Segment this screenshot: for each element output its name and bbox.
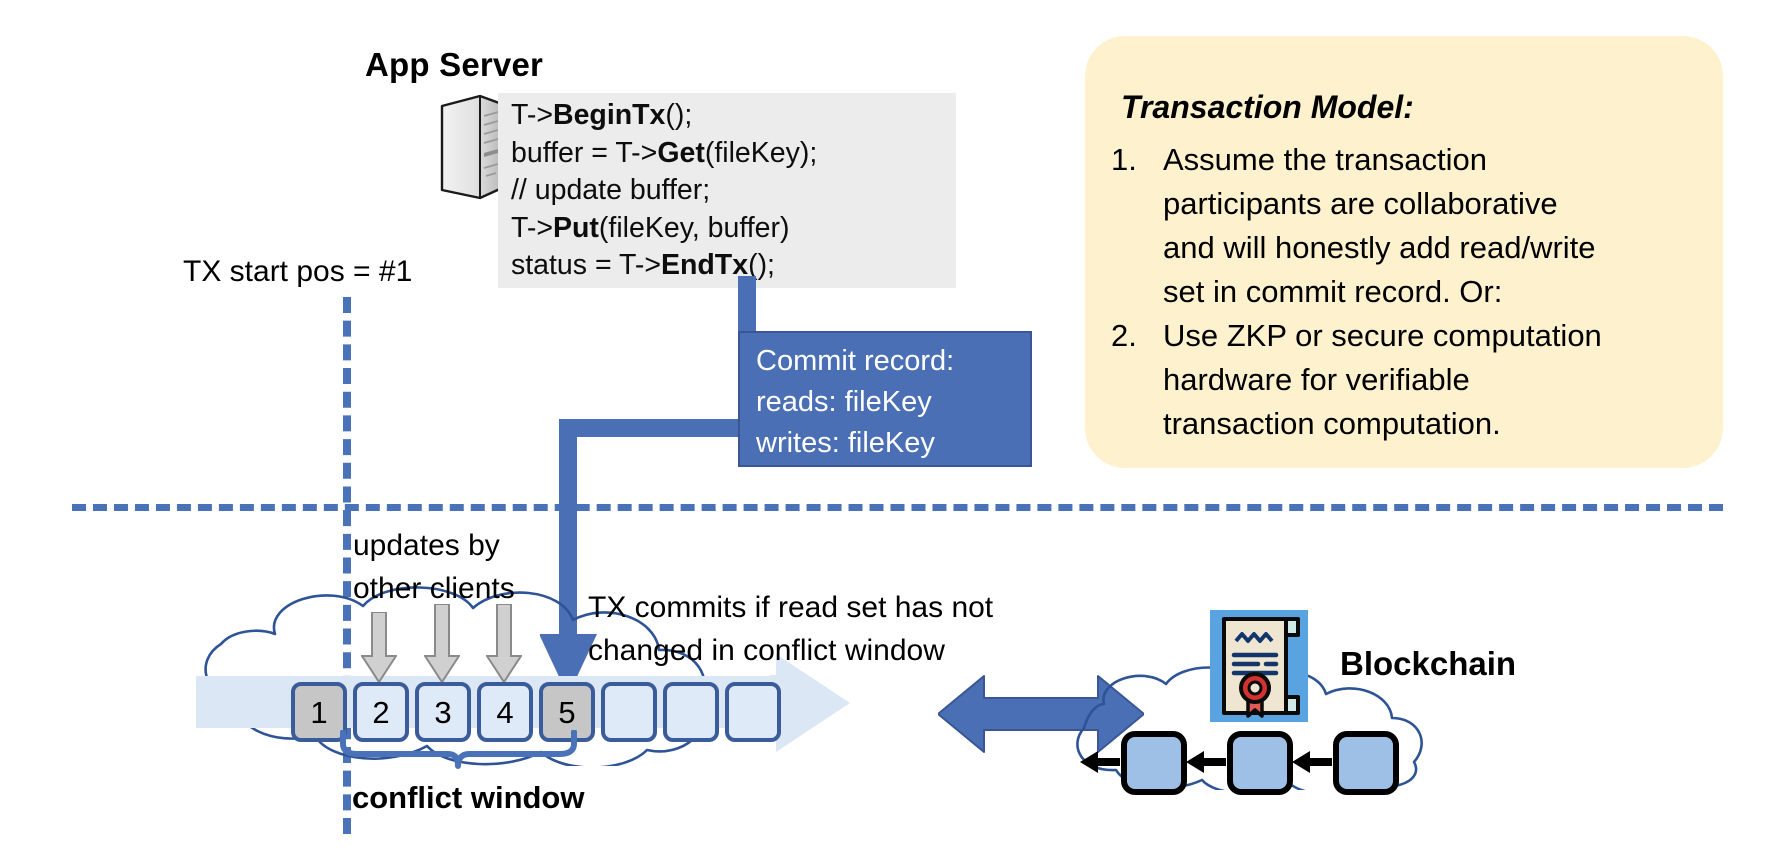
ledger-continues-arrow bbox=[770, 648, 860, 763]
label-line: other clients bbox=[353, 572, 515, 605]
commit-record-line: Commit record: bbox=[756, 345, 955, 377]
blockchain-label: Blockchain bbox=[1340, 645, 1517, 682]
update-arrow-icon bbox=[485, 603, 523, 689]
certificate-seal-icon bbox=[1210, 610, 1308, 727]
ledger-slot[interactable] bbox=[663, 682, 719, 742]
item-line: and will honestly add read/write bbox=[1163, 230, 1596, 265]
update-arrow-icon bbox=[360, 611, 398, 689]
transaction-model-panel: Transaction Model: 1. Assume the transac… bbox=[1085, 36, 1723, 468]
transaction-model-title: Transaction Model: bbox=[1121, 89, 1414, 125]
ledger-slot[interactable] bbox=[601, 682, 657, 742]
item-line: Assume the transaction bbox=[1163, 142, 1487, 177]
app-server-title: App Server bbox=[365, 46, 544, 83]
blockchain-blocks bbox=[1080, 728, 1400, 803]
code-line: buffer = T->Get(fileKey); bbox=[511, 136, 818, 169]
label-line: changed in conflict window bbox=[588, 634, 945, 667]
conflict-window-brace bbox=[340, 729, 580, 783]
transaction-model-item: 1. Assume the transaction participants a… bbox=[1111, 138, 1711, 314]
commit-record-box: Commit record: reads: fileKey writes: fi… bbox=[738, 331, 1032, 467]
transaction-model-item: 2. Use ZKP or secure computation hardwar… bbox=[1111, 314, 1711, 446]
label-line: TX commits if read set has not bbox=[588, 591, 994, 624]
app-ledger-separator-dashed-line bbox=[72, 504, 1723, 511]
code-line: // update buffer; bbox=[511, 174, 711, 206]
code-line: T->BeginTx(); bbox=[511, 99, 693, 131]
item-line: transaction computation. bbox=[1163, 406, 1501, 441]
tx-start-dashed-line bbox=[343, 297, 351, 834]
commit-record-line: reads: fileKey bbox=[756, 386, 932, 418]
ledger-slot[interactable] bbox=[725, 682, 781, 742]
ledger-slot[interactable]: 5 bbox=[539, 682, 595, 742]
conflict-window-label: conflict window bbox=[352, 780, 585, 815]
code-line: T->Put(fileKey, buffer) bbox=[511, 211, 790, 244]
code-line: status = T->EndTx(); bbox=[511, 249, 775, 281]
commit-record-line: writes: fileKey bbox=[756, 427, 935, 459]
ledger-slot[interactable]: 2 bbox=[353, 682, 409, 742]
ledger-slot-row: 1 2 3 4 5 bbox=[291, 682, 781, 742]
tx-start-pos-label: TX start pos = #1 bbox=[183, 255, 413, 288]
item-line: Use ZKP or secure computation bbox=[1163, 318, 1602, 353]
code-snippet-block: T->BeginTx(); buffer = T->Get(fileKey); … bbox=[498, 93, 956, 288]
list-number: 1. bbox=[1111, 142, 1137, 177]
list-number: 2. bbox=[1111, 318, 1137, 353]
ledger-slot[interactable]: 1 bbox=[291, 682, 347, 742]
item-line: participants are collaborative bbox=[1163, 186, 1558, 221]
tx-commits-condition-label: TX commits if read set has not changed i… bbox=[588, 586, 993, 672]
label-line: updates by bbox=[353, 529, 500, 562]
ledger-slot[interactable]: 3 bbox=[415, 682, 471, 742]
item-line: set in commit record. Or: bbox=[1163, 274, 1503, 309]
ledger-slot[interactable]: 4 bbox=[477, 682, 533, 742]
update-arrow-icon bbox=[423, 603, 461, 689]
updates-by-other-clients-label: updates by other clients bbox=[353, 524, 515, 610]
item-line: hardware for verifiable bbox=[1163, 362, 1470, 397]
